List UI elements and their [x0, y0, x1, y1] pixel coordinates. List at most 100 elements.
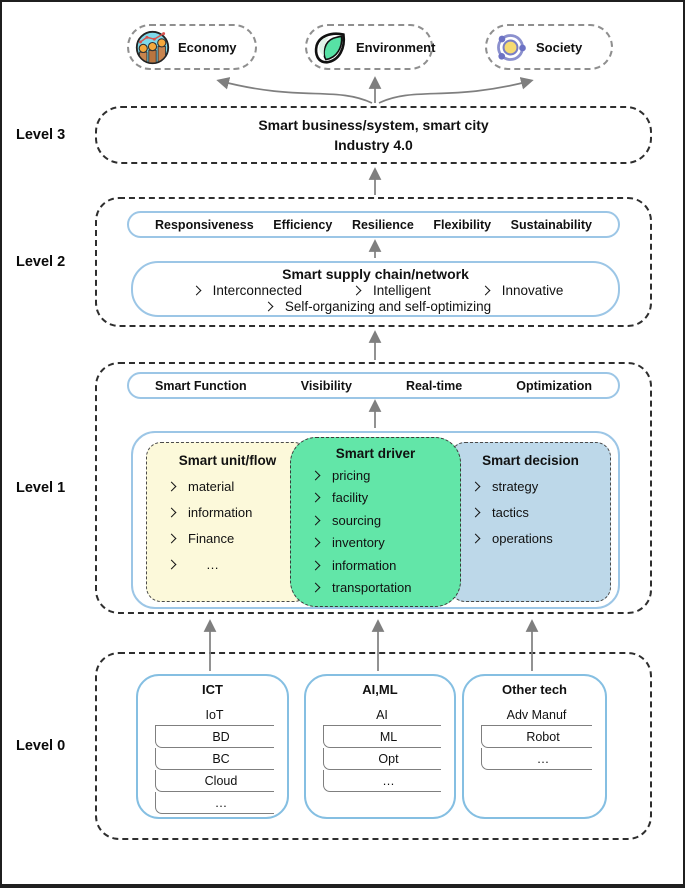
- level-1-keywords-pill: Smart Function Visibility Real-time Opti…: [127, 372, 620, 399]
- bullet-arrow-icon: [310, 537, 321, 548]
- goal-pill-economy: Economy: [127, 24, 257, 70]
- keyword: Visibility: [300, 378, 352, 393]
- keyword: Real-time: [405, 378, 463, 393]
- list-item: tactics: [492, 504, 529, 520]
- list-item: information: [188, 504, 253, 520]
- tree-elbow: [155, 748, 169, 770]
- goal-pill-society: Society: [485, 24, 613, 70]
- goal-label-economy: Economy: [178, 39, 237, 55]
- bullet-arrow-icon: [166, 559, 177, 569]
- tech-item: BD: [168, 726, 274, 748]
- goal-label-society: Society: [536, 39, 583, 55]
- list-item: transportation: [332, 580, 412, 596]
- tech-item: IoT: [155, 704, 274, 726]
- tech-title: AI,ML: [362, 682, 398, 697]
- level-1-container: Smart Function Visibility Real-time Opti…: [95, 362, 652, 614]
- keyword: Flexibility: [433, 217, 492, 232]
- smart-supply-chain-title: Smart supply chain/network: [282, 266, 469, 282]
- tech-item: ML: [336, 726, 441, 748]
- bullet-arrow-icon: [191, 285, 202, 296]
- tech-item: Adv Manuf: [481, 704, 592, 726]
- group-smart-unit-flow: Smart unit/flow material information Fin…: [146, 442, 309, 602]
- bullet-arrow-icon: [263, 301, 274, 312]
- bullet-arrow-icon: [310, 492, 321, 503]
- tree-elbow: [155, 726, 169, 748]
- bullet-arrow-icon: [470, 507, 481, 517]
- list-item: inventory: [332, 535, 385, 551]
- keyword: Sustainability: [510, 217, 592, 232]
- tech-item: …: [336, 770, 441, 792]
- bullet-arrow-icon: [166, 481, 177, 491]
- tree-elbow: [481, 748, 495, 770]
- list-item: strategy: [492, 478, 539, 494]
- feature: Interconnected: [212, 283, 302, 298]
- bullet-arrow-icon: [470, 533, 481, 543]
- environment-icon: [314, 32, 346, 64]
- bullet-arrow-icon: [310, 560, 321, 571]
- tech-box-other: Other tech Adv Manuf Robot …: [462, 674, 607, 819]
- arrow-to-economy: [216, 77, 373, 104]
- group-title: Smart driver: [335, 446, 416, 461]
- economy-icon: [135, 30, 170, 64]
- list-item: pricing: [332, 467, 371, 483]
- bullet-arrow-icon: [470, 481, 481, 491]
- tech-item: AI: [323, 704, 441, 726]
- level-3-label: Level 3: [16, 127, 66, 143]
- tech-item: BC: [168, 748, 274, 770]
- level-3-box: Smart business/system, smart city Indust…: [95, 106, 652, 164]
- group-title: Smart decision: [482, 453, 579, 468]
- tree-elbow: [155, 770, 169, 792]
- level-0-label: Level 0: [16, 738, 66, 754]
- tree-elbow: [155, 792, 169, 814]
- goal-label-environment: Environment: [356, 39, 436, 55]
- keyword: Efficiency: [273, 217, 333, 232]
- bullet-arrow-icon: [310, 470, 321, 481]
- tech-item: Cloud: [168, 770, 274, 792]
- group-smart-driver: Smart driver pricing facility sourcing i…: [290, 437, 461, 607]
- level-1-groups-wrap: Smart unit/flow material information Fin…: [131, 431, 620, 609]
- list-item: material: [188, 478, 235, 494]
- level-1-label: Level 1: [16, 480, 66, 496]
- bullet-arrow-icon: [310, 582, 321, 593]
- tech-box-ict: ICT IoT BD BC Cloud …: [136, 674, 289, 819]
- tech-title: ICT: [202, 682, 223, 697]
- feature: Intelligent: [372, 283, 431, 298]
- keyword: Smart Function: [155, 378, 247, 393]
- tech-item: …: [494, 748, 592, 770]
- bullet-arrow-icon: [351, 285, 362, 296]
- list-item: sourcing: [332, 512, 382, 528]
- tree-elbow: [481, 726, 495, 748]
- bullet-arrow-icon: [166, 507, 177, 517]
- smart-supply-chain-box: Smart supply chain/network Interconnecte…: [131, 261, 620, 317]
- feature: Self-organizing and self-optimizing: [284, 299, 492, 314]
- tree-elbow: [323, 770, 337, 792]
- tech-box-aiml: AI,ML AI ML Opt …: [304, 674, 456, 819]
- tree-elbow: [323, 726, 337, 748]
- society-icon: [497, 33, 526, 61]
- tech-item: …: [168, 792, 274, 814]
- tech-item: Robot: [494, 726, 592, 748]
- feature: Innovative: [501, 283, 564, 298]
- arrow-to-society: [378, 77, 534, 104]
- level-2-label: Level 2: [16, 254, 66, 270]
- tech-item: Opt: [336, 748, 441, 770]
- keyword: Optimization: [516, 378, 592, 393]
- list-item: …: [206, 556, 219, 572]
- group-smart-decision: Smart decision strategy tactics operatio…: [450, 442, 611, 602]
- bullet-arrow-icon: [310, 515, 321, 526]
- bullet-arrow-icon: [480, 285, 491, 296]
- tech-title: Other tech: [501, 682, 567, 697]
- bullet-arrow-icon: [166, 533, 177, 543]
- list-item: facility: [332, 490, 369, 506]
- keyword: Responsiveness: [155, 217, 254, 232]
- level-0-container: ICT IoT BD BC Cloud … AI,ML AI ML Opt … …: [95, 652, 652, 840]
- tree-elbow: [323, 748, 337, 770]
- list-item: operations: [492, 530, 553, 546]
- goal-pill-environment: Environment: [305, 24, 436, 70]
- list-item: information: [332, 557, 397, 573]
- list-item: Finance: [188, 530, 235, 546]
- group-title: Smart unit/flow: [178, 453, 277, 468]
- level-3-title-line1: Smart business/system, smart city: [258, 116, 489, 133]
- keyword: Resilience: [351, 217, 414, 232]
